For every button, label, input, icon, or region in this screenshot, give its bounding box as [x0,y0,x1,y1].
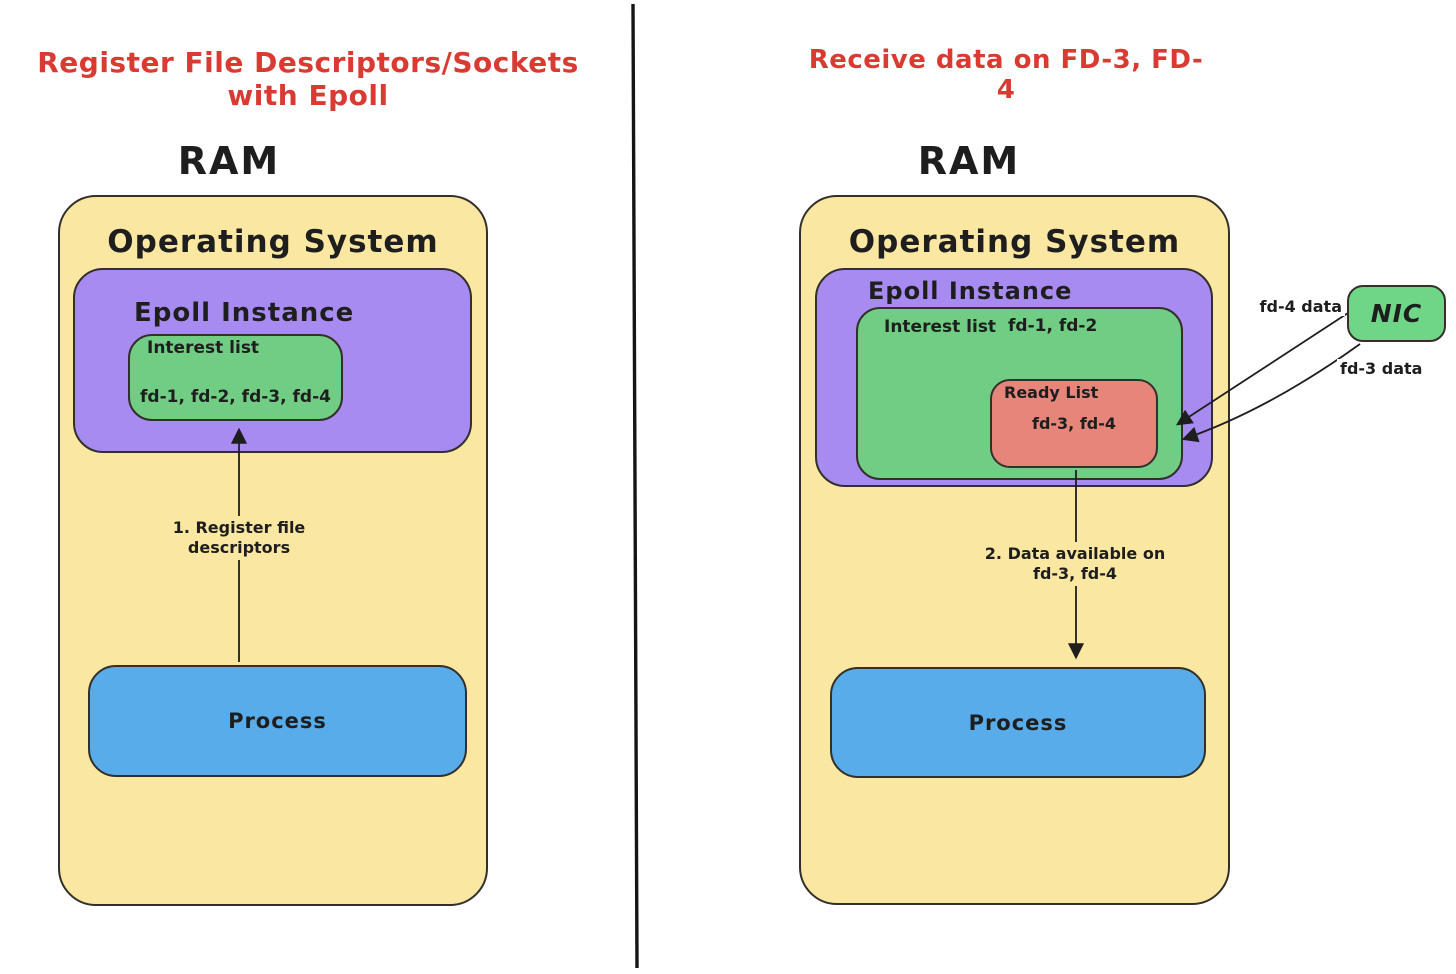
panel-divider-line [631,3,639,969]
ready-list-fds: fd-3, fd-4 [1031,414,1117,433]
left-interest-list-label: Interest list [147,338,260,358]
right-panel-title: Receive data on FD-3, FD-4 [808,45,1204,105]
register-fd-arrow-label-line2: descriptors [187,538,291,557]
data-available-arrow-label: 2. Data available on fd-3, fd-4 [981,542,1169,586]
right-os-label: Operating System [848,224,1181,260]
fd4-data-arrow-label: fd-4 data [1243,297,1345,316]
data-available-arrow-label-line1: 2. Data available on [984,544,1166,563]
nic-box: NIC [1347,285,1446,342]
fd3-data-arrow-label: fd-3 data [1337,359,1426,378]
data-available-arrow-label-line2: fd-3, fd-4 [1032,564,1118,583]
nic-label: NIC [1370,299,1423,328]
ready-list-box [990,379,1158,468]
ready-list-label: Ready List [1004,383,1099,402]
register-fd-arrow-label: 1. Register file descriptors [163,516,315,560]
register-fd-arrow-label-line1: 1. Register file [172,518,306,537]
right-process-box: Process [830,667,1206,778]
right-interest-list-fds: fd-1, fd-2 [1008,316,1098,336]
left-process-box: Process [88,665,467,777]
left-ram-label: RAM [177,139,281,183]
left-os-label: Operating System [107,224,439,260]
left-interest-list-box [128,334,343,421]
left-epoll-instance-label: Epoll Instance [134,298,355,328]
right-interest-list-label: Interest list [884,317,997,337]
right-process-label: Process [968,710,1068,735]
right-epoll-instance-label: Epoll Instance [868,277,1073,305]
right-ram-label: RAM [917,139,1021,183]
left-panel-title: Register File Descriptors/Sockets with E… [37,46,579,112]
left-process-label: Process [228,709,327,733]
left-interest-list-fds: fd-1, fd-2, fd-3, fd-4 [140,387,331,407]
